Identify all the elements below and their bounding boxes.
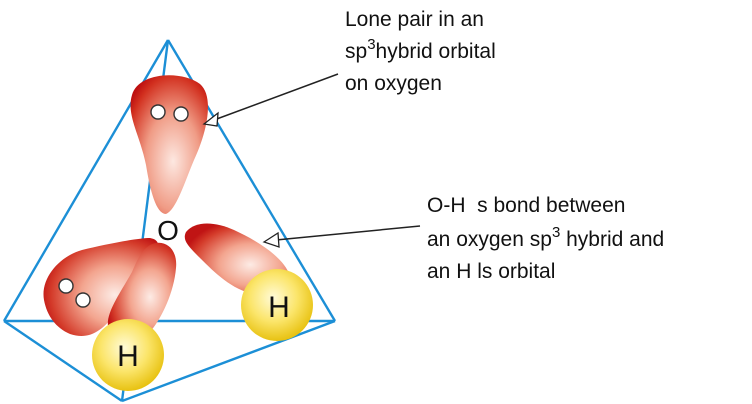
- electron-dot: [58, 278, 74, 294]
- electron-dot: [75, 292, 91, 308]
- lone-pair-lobe-left: [43, 238, 159, 337]
- oxygen-label: O: [157, 215, 179, 246]
- callout-line: Lone pair in an: [345, 8, 484, 31]
- arrowhead: [262, 231, 280, 248]
- hydrogen-atom-right: H: [241, 269, 313, 341]
- tetra-edge-base-left: [3, 320, 123, 402]
- bonding-lobe-front: [107, 242, 177, 337]
- callout-line: an H ls orbital: [427, 260, 555, 283]
- callout-lone-pair: Lone pair in an sp3hybrid orbital on oxy…: [345, 8, 496, 95]
- leader-line-bond: [262, 225, 421, 248]
- callout-oh-bond: O-H s bond between an oxygen sp3 hybrid …: [427, 194, 664, 283]
- callout-line: sp3hybrid orbital: [345, 36, 496, 63]
- electron-dot: [150, 104, 166, 120]
- hydrogen-label: H: [117, 340, 139, 373]
- lone-pair-lobe-top: [130, 75, 208, 214]
- callout-line: O-H s bond between: [427, 194, 625, 217]
- callout-line: an oxygen sp3 hybrid and: [427, 224, 664, 251]
- arrowhead: [202, 111, 219, 127]
- callout-line: on oxygen: [345, 72, 442, 95]
- hydrogen-atom-front: H: [92, 319, 164, 391]
- hydrogen-label: H: [268, 291, 290, 324]
- leader-line-lone-pair: [202, 73, 339, 127]
- tetra-edge-base-right: [121, 319, 336, 403]
- electron-dot: [173, 106, 189, 122]
